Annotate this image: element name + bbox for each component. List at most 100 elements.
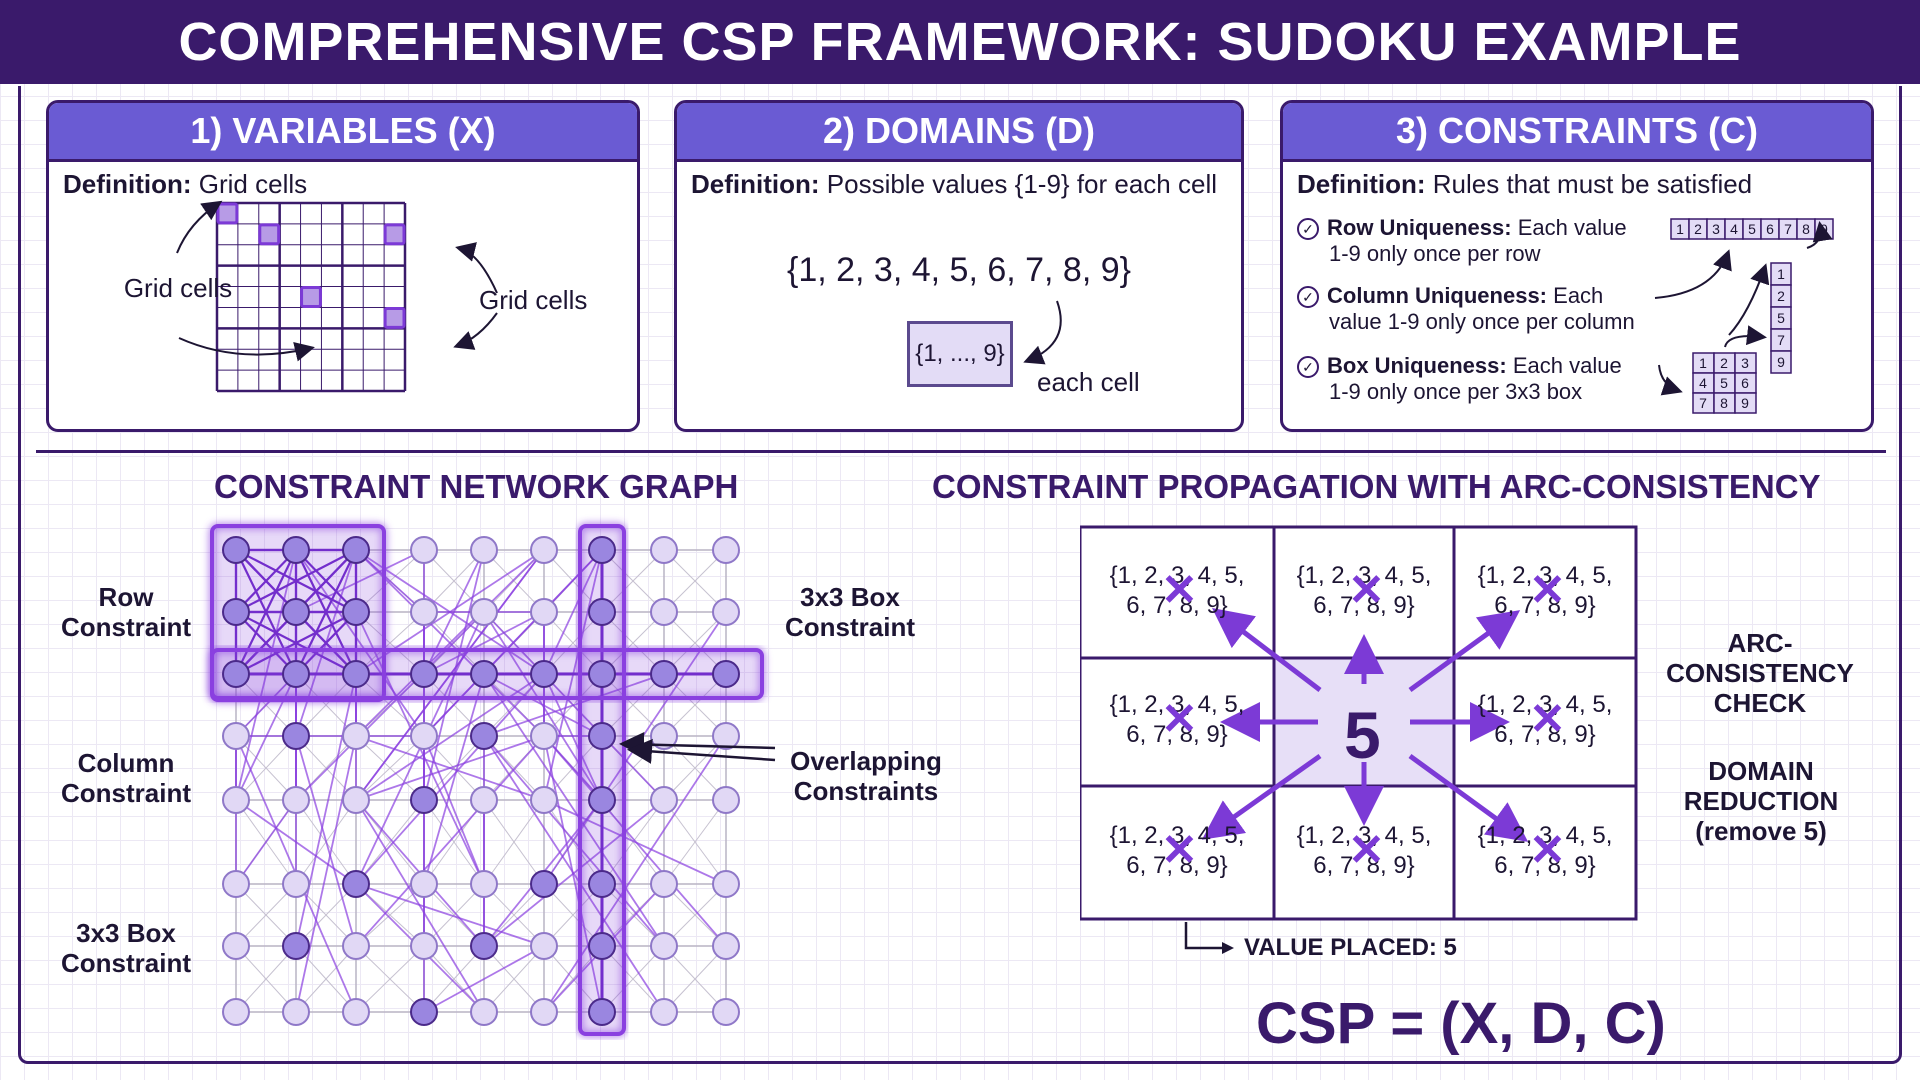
removed-value-x-icon: ✕ xyxy=(1161,695,1198,744)
graph-node xyxy=(470,722,498,750)
value-placed-arrow xyxy=(1184,922,1234,954)
definition-text: Grid cells xyxy=(198,169,308,199)
definition-text: Rules that must be satisfied xyxy=(1432,169,1753,199)
check-icon: ✓ xyxy=(1297,286,1319,308)
domain-cell: {1, 2, 3, 4, 5,6, 7, 8, 9} xyxy=(1456,821,1634,881)
graph-node xyxy=(712,870,740,898)
graph-edge xyxy=(663,945,727,1013)
graph-node xyxy=(410,660,438,688)
graph-node xyxy=(588,870,616,898)
constraint-edge xyxy=(295,735,357,1013)
row-digit: 1 xyxy=(1676,221,1684,237)
domain-value-set: {1, 2, 3, 4, 5, 6, 7, 8, 9} xyxy=(786,251,1132,289)
graph-node xyxy=(222,998,250,1026)
constraint-edge xyxy=(355,735,545,801)
constraint-edge xyxy=(355,735,545,947)
constraint-edge xyxy=(543,735,727,1013)
graph-edge xyxy=(235,945,297,1013)
constraints-panel: 3) CONSTRAINTS (C) Definition: Rules tha… xyxy=(1280,100,1874,432)
graph-node xyxy=(530,598,558,626)
constraints-heading: 3) CONSTRAINTS (C) xyxy=(1283,103,1871,162)
removed-value-x-icon: ✕ xyxy=(1161,565,1198,615)
domain-cell-line2: 6, 7, 8, 9} xyxy=(1126,851,1228,879)
row-constraint-label: Row Constraint xyxy=(61,582,191,642)
highlighted-cell xyxy=(300,286,322,308)
column-constraint-label: Column Constraint xyxy=(61,748,191,808)
removed-value-x-icon: ✕ xyxy=(1348,825,1385,875)
graph-node xyxy=(650,870,678,898)
grid-cells-label-left: Grid cells xyxy=(123,273,233,303)
graph-edge xyxy=(423,945,485,1013)
removed-value-x-icon: ✕ xyxy=(1529,565,1566,615)
graph-node xyxy=(282,932,310,960)
graph-node xyxy=(470,870,498,898)
row-digit: 8 xyxy=(1802,221,1810,237)
domain-cell: {1, 2, 3, 4, 5,6, 7, 8, 9} xyxy=(1456,690,1634,750)
domains-definition: Definition: Possible values {1-9} for ea… xyxy=(691,169,1217,200)
box-digit: 5 xyxy=(1720,375,1728,391)
constraint-edge xyxy=(483,611,665,801)
domain-cell-line2: 6, 7, 8, 9} xyxy=(1313,591,1415,619)
domain-cell-line1: {1, 2, 3, 4, 5, xyxy=(1477,561,1613,589)
box-digit: 3 xyxy=(1741,355,1749,371)
domain-cell-line2: 6, 7, 8, 9} xyxy=(1494,851,1596,879)
section-divider xyxy=(36,450,1886,453)
rule-title: Box Uniqueness: xyxy=(1327,353,1507,378)
rule-column-uniqueness: ✓Column Uniqueness: Each value 1-9 only … xyxy=(1297,283,1677,335)
row-digit: 3 xyxy=(1712,221,1720,237)
graph-node xyxy=(222,660,250,688)
propagation-grid xyxy=(1080,525,1638,921)
propagation-arrow xyxy=(1212,607,1322,692)
constraint-edge xyxy=(483,673,665,947)
definition-label: Definition: xyxy=(63,169,192,199)
domain-cell-line1: {1, 2, 3, 4, 5, xyxy=(1109,691,1245,718)
graph-node xyxy=(712,660,740,688)
graph-node xyxy=(588,598,616,626)
graph-node xyxy=(530,722,558,750)
graph-node xyxy=(222,598,250,626)
variables-panel: 1) VARIABLES (X) Definition: Grid cells … xyxy=(46,100,640,432)
graph-node xyxy=(222,786,250,814)
graph-node xyxy=(650,660,678,688)
graph-node xyxy=(222,932,250,960)
definition-text: Possible values {1-9} for each cell xyxy=(826,169,1217,199)
rule-text-cont: value 1-9 only once per column xyxy=(1329,309,1635,334)
box-digit: 1 xyxy=(1699,355,1707,371)
graph-edge xyxy=(295,883,357,947)
domain-reduction-label: DOMAIN REDUCTION (remove 5) xyxy=(1683,756,1839,846)
graph-edge xyxy=(295,945,357,1013)
center-value: 5 xyxy=(1344,698,1381,772)
highlighted-cell xyxy=(383,223,406,246)
graph-node xyxy=(342,870,370,898)
graph-node xyxy=(342,932,370,960)
box-constraint-label-right: 3x3 Box Constraint xyxy=(785,582,915,642)
removed-value-x-icon: ✕ xyxy=(1529,825,1566,875)
graph-node xyxy=(650,932,678,960)
graph-node xyxy=(712,786,740,814)
network-title: CONSTRAINT NETWORK GRAPH xyxy=(214,468,739,505)
check-icon: ✓ xyxy=(1297,218,1319,240)
rule-row-uniqueness: ✓Row Uniqueness: Each value 1-9 only onc… xyxy=(1297,215,1677,267)
rule-title: Column Uniqueness: xyxy=(1327,283,1548,308)
graph-edge xyxy=(483,883,545,947)
graph-node xyxy=(282,998,310,1026)
graph-node xyxy=(650,722,678,750)
graph-node xyxy=(282,660,310,688)
graph-node xyxy=(282,722,310,750)
constraint-edge xyxy=(543,735,727,947)
highlighted-cell xyxy=(258,223,281,246)
removed-value-x-icon: ✕ xyxy=(1161,825,1198,875)
domain-cell: {1, 2, 3, 4, 5,6, 7, 8, 9} xyxy=(1275,561,1453,621)
domain-cell-line2: 6, 7, 8, 9} xyxy=(1313,851,1415,879)
rule-text: Each value xyxy=(1517,215,1627,240)
graph-node xyxy=(342,536,370,564)
domain-cell: {1, 2, 3, 4, 5,6, 7, 8, 9} xyxy=(1088,690,1266,750)
variables-heading: 1) VARIABLES (X) xyxy=(49,103,637,162)
rule-text-cont: 1-9 only once per 3x3 box xyxy=(1329,379,1583,404)
graph-edge xyxy=(235,735,297,801)
box-digit: 2 xyxy=(1720,355,1728,371)
graph-node xyxy=(650,998,678,1026)
graph-node xyxy=(222,536,250,564)
graph-edge xyxy=(483,945,545,1013)
graph-edge xyxy=(355,735,425,801)
